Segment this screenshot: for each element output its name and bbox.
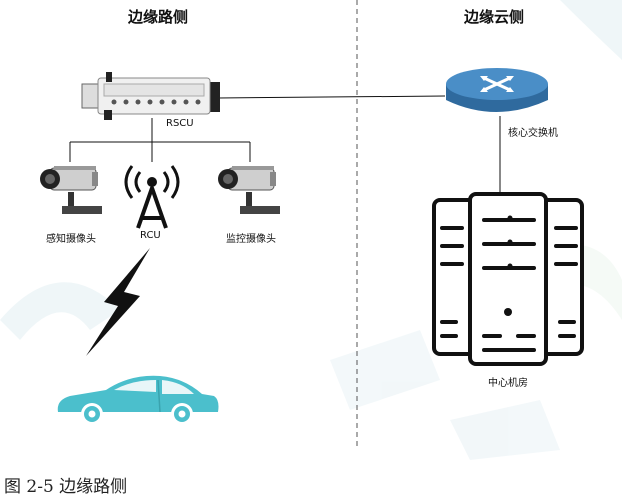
antenna-tower-icon [124, 165, 180, 229]
figure-caption: 图 2-5 边缘路侧 [4, 477, 128, 497]
rscu-label: RSCU [166, 118, 194, 129]
rscu-to-switch-line [217, 95, 446, 99]
rcu-label: RCU [140, 230, 161, 241]
rack-unit-icon [81, 72, 220, 120]
connection-lines [69, 95, 501, 192]
data-center-label: 中心机房 [488, 378, 528, 389]
camera-icon [40, 166, 102, 214]
core-switch-label: 核心交换机 [508, 128, 558, 139]
lightning-icon [86, 248, 150, 356]
car-icon [57, 375, 219, 425]
router-icon [446, 68, 548, 112]
server-icon [432, 192, 584, 366]
zone-title-edge-roadside: 边缘路侧 [128, 8, 189, 26]
camera-icon [218, 166, 280, 214]
diagram-canvas: 边缘路侧 边缘云侧 RSCU 感知摄像头 RCU 监控摄像头 核心交换机 中心机… [0, 0, 622, 460]
sensing-camera-label: 感知摄像头 [46, 234, 96, 245]
diagram-svg [0, 0, 622, 460]
zone-title-edge-cloud: 边缘云侧 [464, 8, 525, 26]
monitoring-camera-label: 监控摄像头 [226, 234, 276, 245]
